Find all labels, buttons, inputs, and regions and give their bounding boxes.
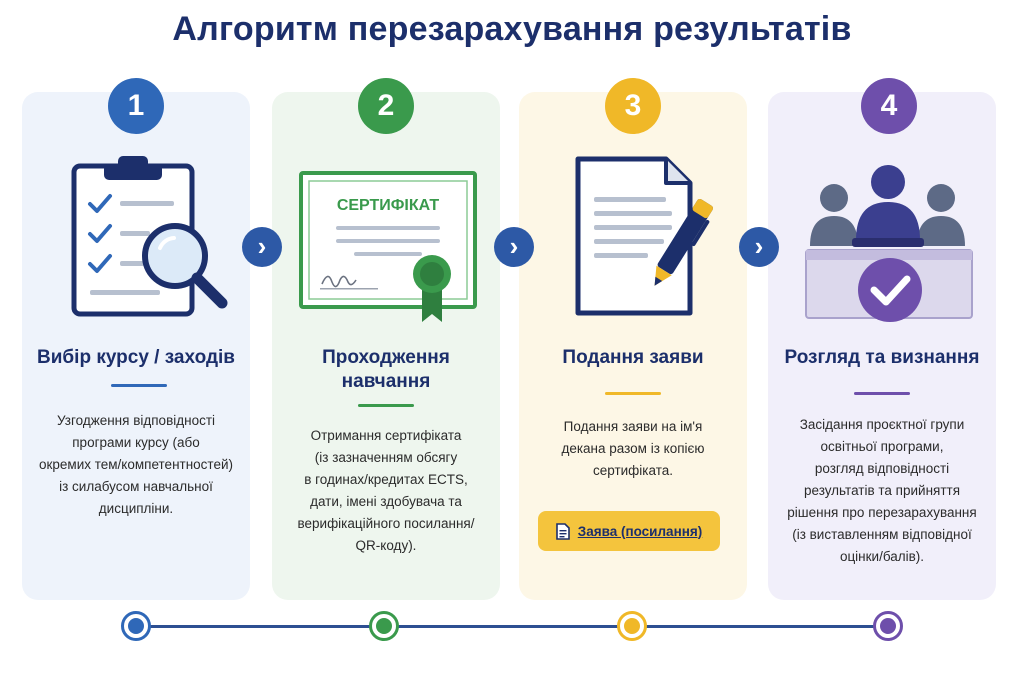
step-divider-3 xyxy=(605,392,661,395)
step-description-2: Отримання сертифіката (із зазначенням об… xyxy=(297,428,475,553)
application-link-button[interactable]: Заява (посилання) xyxy=(538,511,720,551)
step-description-1: Узгодження відповідності програми курсу … xyxy=(38,413,233,516)
chevron-right-icon: › xyxy=(242,227,282,267)
step-number-2: 2 xyxy=(358,78,414,134)
step-heading-2: Проходження навчання xyxy=(322,347,450,392)
step-description-3: Подання заяви на ім'я декана разом із ко… xyxy=(561,419,705,478)
application-link-label[interactable]: Заява (посилання) xyxy=(577,523,703,539)
timeline-dot-2 xyxy=(369,611,399,641)
chevron-right-icon: › xyxy=(494,227,534,267)
certificate-label: СЕРТИФІКАТ xyxy=(337,197,440,214)
document-pen-icon xyxy=(575,156,713,316)
step-number-1: 1 xyxy=(108,78,164,134)
step-heading-3: Подання заяви xyxy=(562,347,704,368)
step-divider-4 xyxy=(854,392,910,395)
step-divider-1 xyxy=(111,384,167,387)
chevron-right-icon: › xyxy=(739,227,779,267)
step-number-3: 3 xyxy=(605,78,661,134)
timeline-dot-3 xyxy=(617,611,647,641)
step-divider-2 xyxy=(358,404,414,407)
clipboard-magnifier-icon xyxy=(71,156,228,317)
committee-approval-icon xyxy=(805,165,973,322)
step-number-4: 4 xyxy=(861,78,917,134)
timeline-dot-1 xyxy=(121,611,151,641)
step-description-4: Засідання проєктної групи освітньої прог… xyxy=(787,417,977,564)
step-heading-4: Розгляд та визнання xyxy=(784,347,980,368)
step-heading-1: Вибір курсу / заходів xyxy=(37,347,235,368)
page-title: Алгоритм перезарахування результатів xyxy=(172,10,852,48)
document-icon xyxy=(555,522,570,540)
timeline-line xyxy=(136,625,888,628)
certificate-icon: СЕРТИФІКАТ xyxy=(299,171,477,322)
timeline-dot-4 xyxy=(873,611,903,641)
